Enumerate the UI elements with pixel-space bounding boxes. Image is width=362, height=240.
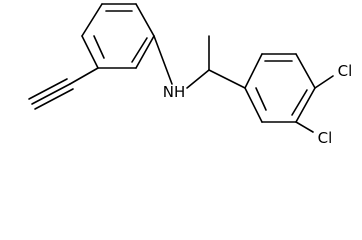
ring-bond [135,3,155,37]
ring-bond [81,35,99,69]
alkyne-triple-bond [34,88,74,110]
ch-to-ring-bond [208,69,246,89]
ring-double-bond [255,87,267,111]
nitrogen-to-ch-bond [186,69,210,89]
ethynyl-group [28,67,99,110]
ring-double-bond [131,37,148,63]
alkyne-triple-bond [31,83,71,105]
amine-linker [153,35,246,89]
amine-label: NH [163,83,186,101]
ring-bond [244,53,263,89]
alkyne-triple-bond [28,78,68,100]
ring-to-nitrogen-bond [153,35,173,85]
ring-double-bond [291,89,308,116]
chlorine-label-lower: Cl [318,129,333,147]
chlorine-bond-lower [295,121,314,133]
chlorine-substituents [295,75,334,133]
ring-bond [244,87,263,123]
chlorine-bond-upper [314,75,334,89]
ring-bond [295,53,316,89]
alkyne-single-bond [69,67,99,85]
skeletal-formula: NH Cl Cl [28,3,353,147]
ring-bond [135,35,155,69]
ring-bond [81,3,103,37]
ring-bond [295,87,316,123]
ring-double-bond [93,35,105,59]
aniline-ring [81,3,155,69]
dichlorophenyl-ring [244,53,316,123]
chlorine-label-upper: Cl [338,62,353,80]
